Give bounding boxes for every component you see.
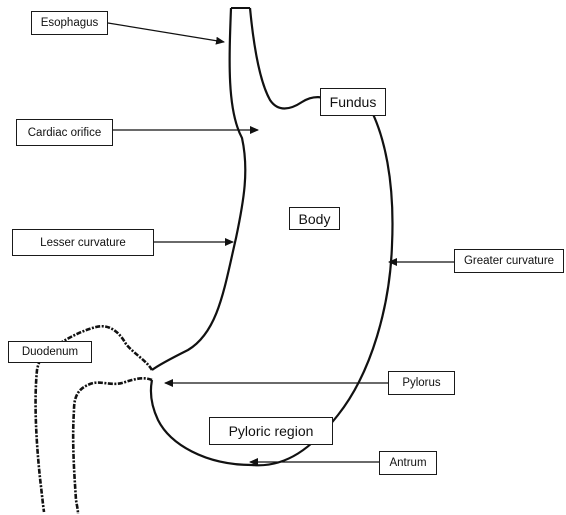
stomach-lesser-curvature-outline — [152, 8, 245, 370]
cardiac-orifice-label: Cardiac orifice — [16, 119, 113, 146]
fundus-label: Fundus — [320, 88, 386, 116]
esophagus-label: Esophagus — [31, 11, 108, 35]
pylorus-label: Pylorus — [388, 371, 455, 395]
stomach-greater-curvature-outline — [151, 108, 393, 465]
pyloric-region-label: Pyloric region — [209, 417, 333, 445]
lesser-curvature-label: Lesser curvature — [12, 229, 154, 256]
esophagus-pointer — [108, 23, 224, 42]
duodenum-inner-outline — [73, 378, 152, 514]
body-label: Body — [289, 207, 340, 230]
greater-curvature-label: Greater curvature — [454, 249, 564, 273]
duodenum-label: Duodenum — [8, 341, 92, 363]
antrum-label: Antrum — [379, 451, 437, 475]
esophagus-right-wall — [250, 8, 330, 109]
